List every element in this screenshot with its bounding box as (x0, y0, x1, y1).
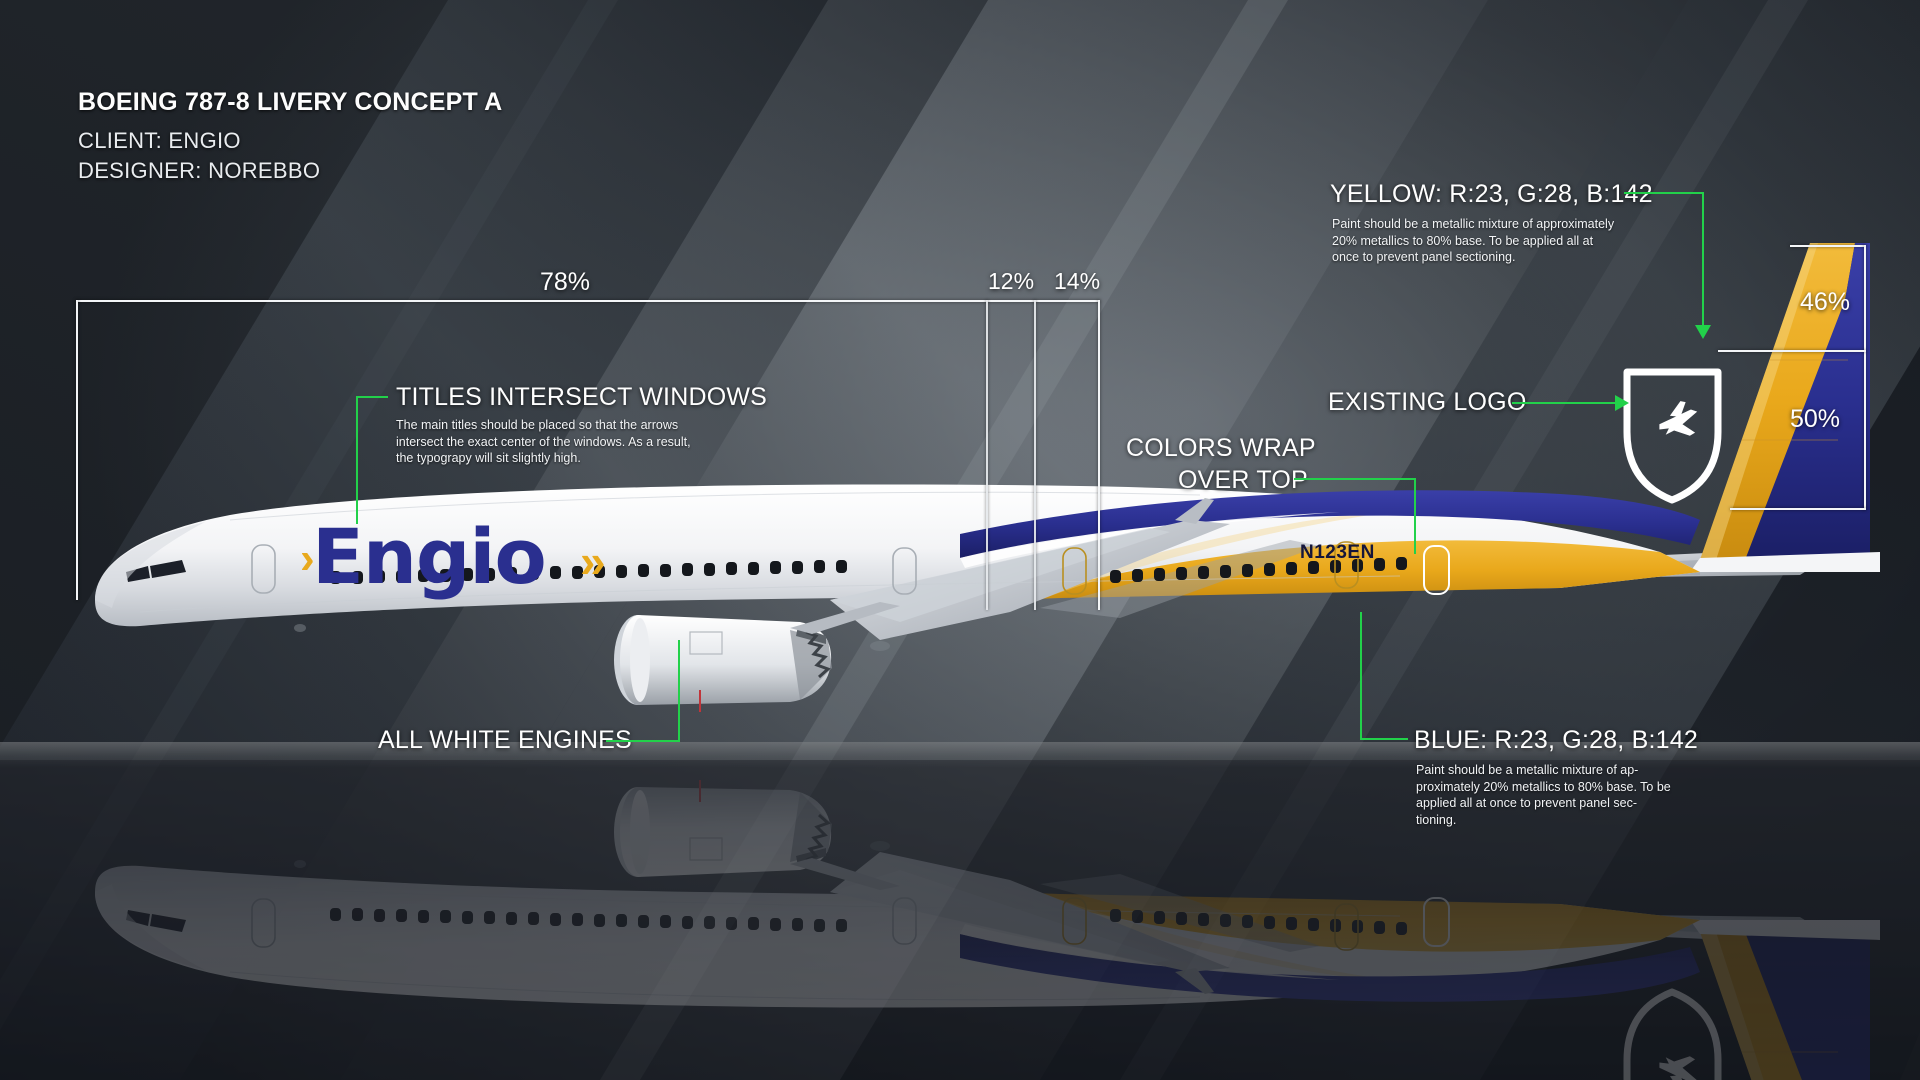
leader-colors-wrap-v (1414, 478, 1416, 554)
callout-titles-windows-body: The main titles should be placed so that… (396, 418, 691, 465)
leader-existing-logo (1512, 402, 1620, 404)
callout-blue-body: Paint should be a metallic mixture of ap… (1416, 763, 1671, 827)
designer-line: DESIGNER: NOREBBO (78, 158, 321, 183)
leader-yellow-h (1624, 192, 1704, 194)
top-bracket-left-tick (76, 300, 78, 600)
reflection-fade (0, 760, 1920, 1080)
measure-50: 50% (1790, 405, 1841, 433)
titles-chevron-left: › (300, 534, 315, 583)
leader-yellow-v (1702, 192, 1704, 332)
leader-existing-logo-arrow (1615, 395, 1629, 411)
callout-colors-wrap-line1: COLORS WRAP (1126, 434, 1316, 462)
measure-46: 46% (1800, 288, 1851, 316)
measure-78: 78% (540, 268, 591, 296)
measure-12: 12% (988, 268, 1035, 294)
leader-engines-v (678, 640, 680, 742)
callout-yellow-body: Paint should be a metallic mixture of ap… (1332, 217, 1615, 264)
client-line: CLIENT: ENGIO (78, 128, 241, 153)
titles-chevron-right: » (580, 535, 606, 587)
tail-bracket-bottom (1730, 508, 1866, 510)
callout-yellow-title: YELLOW: R:23, G:28, B:142 (1330, 180, 1653, 208)
leader-engines-h (606, 740, 680, 742)
measure-14: 14% (1054, 268, 1101, 294)
callout-blue-title: BLUE: R:23, G:28, B:142 (1414, 726, 1698, 754)
leader-yellow-arrow (1695, 325, 1711, 339)
leader-blue-v (1360, 612, 1362, 740)
tail-bracket-vertical (1864, 245, 1866, 510)
callout-existing-logo: EXISTING LOGO (1328, 388, 1527, 416)
callout-colors-wrap-line2: OVER TOP (1178, 466, 1308, 494)
leader-titles-windows-v (356, 396, 358, 524)
leader-titles-windows-h (356, 396, 388, 398)
leader-blue-h (1360, 738, 1408, 740)
callout-titles-windows-title: TITLES INTERSECT WINDOWS (396, 383, 768, 411)
tail-bracket-divider (1718, 350, 1866, 352)
page-title: BOEING 787-8 LIVERY CONCEPT A (78, 88, 503, 116)
fuselage-titles: Engio (312, 512, 547, 601)
callout-all-white-engines: ALL WHITE ENGINES (378, 726, 632, 754)
tail-bracket-top (1790, 245, 1866, 247)
leader-colors-wrap-h (1294, 478, 1416, 480)
bracket-divider-1 (986, 300, 988, 610)
top-bracket-right-tick (1098, 300, 1100, 610)
top-bracket-horizontal (76, 300, 1100, 302)
registration-number: N123EN (1300, 542, 1375, 563)
bracket-divider-2 (1034, 300, 1036, 610)
